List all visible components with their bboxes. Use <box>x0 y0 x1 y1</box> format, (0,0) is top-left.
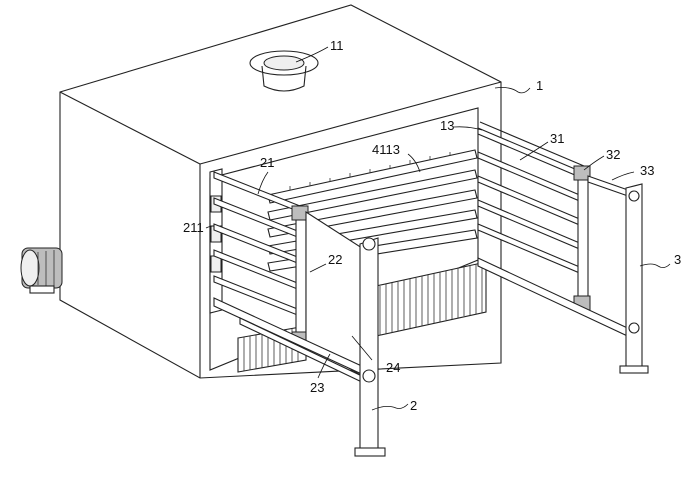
left-leg <box>359 237 379 455</box>
right-clamp-top <box>573 165 591 181</box>
right-door-rack <box>477 121 649 374</box>
right-leg <box>625 183 643 373</box>
heater-fins-right <box>375 261 487 337</box>
motor-end-cap <box>20 249 40 287</box>
leader-lines <box>205 46 671 411</box>
inlet-mouth <box>263 55 305 71</box>
leader-11 <box>295 46 329 63</box>
label-3: 3 <box>674 252 681 267</box>
label-22: 22 <box>328 252 342 267</box>
leader-3 <box>639 263 671 268</box>
label-2: 2 <box>410 398 417 413</box>
leg-bolt <box>362 369 376 383</box>
top-rod <box>479 121 585 167</box>
label-11: 11 <box>330 38 344 53</box>
leader-211 <box>205 225 215 229</box>
leader-2 <box>371 403 409 411</box>
label-24: 24 <box>386 360 400 375</box>
leader-23 <box>317 353 331 379</box>
housing-top-front-edge <box>59 91 201 165</box>
left-door-rack <box>209 168 386 457</box>
leader-33 <box>611 171 635 181</box>
leader-1 <box>494 87 531 94</box>
leader-31 <box>519 141 549 161</box>
motor-base <box>29 285 55 294</box>
motor <box>20 247 63 294</box>
label-211: 211 <box>183 220 204 235</box>
top-inlet <box>249 50 319 92</box>
leader-32 <box>583 155 605 171</box>
tray-rod <box>267 169 478 221</box>
left-leg-foot <box>354 447 386 457</box>
nozzle-row <box>289 152 451 190</box>
right-slide-bar <box>477 257 637 341</box>
leg-bolt <box>628 322 640 334</box>
right-frame-post <box>577 167 589 311</box>
leg-bolt <box>628 190 640 202</box>
leader-13 <box>453 126 483 131</box>
label-31: 31 <box>550 131 564 146</box>
leader-22 <box>309 263 327 273</box>
label-32: 32 <box>606 147 620 162</box>
inlet-neck <box>261 65 307 92</box>
label-1: 1 <box>536 78 543 93</box>
label-13: 13 <box>440 118 454 133</box>
leader-24 <box>351 335 373 361</box>
left-frame-post <box>295 205 307 345</box>
housing-top-side-edge <box>199 81 502 165</box>
label-4113: 4113 <box>372 142 400 157</box>
leader-4113 <box>407 153 421 173</box>
label-23: 23 <box>310 380 324 395</box>
leg-bolt <box>362 237 376 251</box>
right-connector <box>587 175 629 197</box>
label-33: 33 <box>640 163 654 178</box>
right-leg-foot <box>619 365 649 374</box>
label-21: 21 <box>260 155 274 170</box>
leader-21 <box>257 171 269 195</box>
reference-labels: 1 11 13 31 32 33 3 4113 21 211 22 24 23 … <box>183 38 681 413</box>
